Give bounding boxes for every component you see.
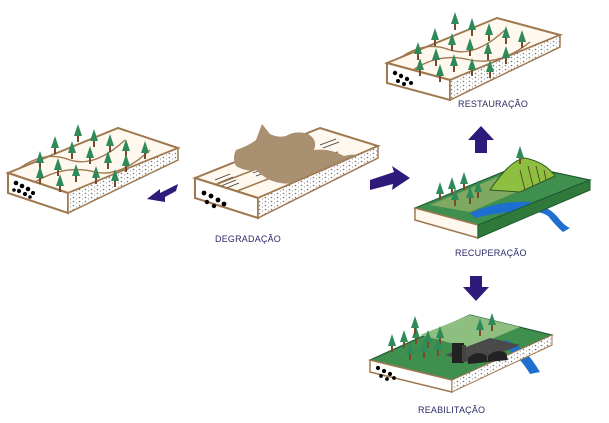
degraded-block <box>192 124 381 220</box>
recovery-block <box>413 146 593 239</box>
rehabilitation-block <box>368 313 554 393</box>
rehabilitation-label: REABILITAÇÃO <box>418 405 485 415</box>
restored-block <box>383 12 564 102</box>
degradation-label: DEGRADAÇÃO <box>215 234 281 244</box>
arrow-up-icon <box>468 126 494 153</box>
restoration-label: RESTAURAÇÃO <box>458 99 528 109</box>
arrow-down-icon <box>463 276 489 301</box>
double-arrow-icon <box>147 184 178 202</box>
arrow-right-icon <box>370 166 410 190</box>
recovery-label: RECUPERAÇÃO <box>455 248 527 258</box>
forest-block-original <box>5 124 181 215</box>
